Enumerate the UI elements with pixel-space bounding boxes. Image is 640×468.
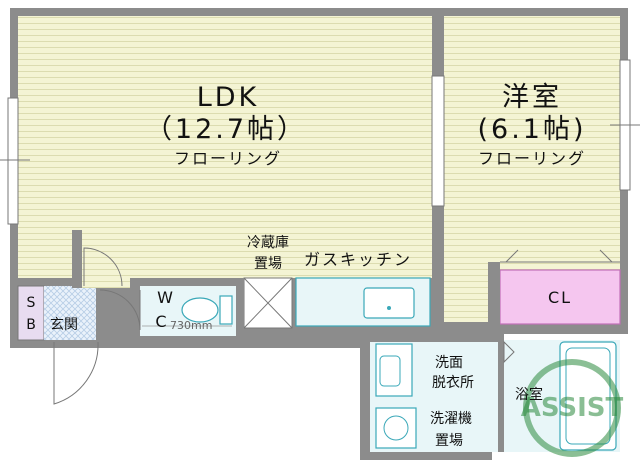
hall-floor bbox=[80, 240, 134, 288]
door-swings bbox=[53, 247, 515, 405]
vanity-basin bbox=[379, 355, 401, 387]
bath-label: 浴室 bbox=[515, 387, 543, 403]
toilet-bowl bbox=[181, 297, 219, 323]
ldk-name: LDK bbox=[196, 82, 260, 113]
wc-label-c: C bbox=[155, 312, 169, 331]
window-marks bbox=[0, 124, 640, 161]
vanity bbox=[375, 343, 413, 397]
bathtub-inner bbox=[565, 347, 611, 445]
fridge-label-2: 置場 bbox=[254, 256, 282, 272]
washroom-label-2: 脱衣所 bbox=[432, 375, 474, 391]
fridge-cross bbox=[243, 277, 293, 329]
washer-space bbox=[375, 407, 417, 449]
svg-text:ASSIST: ASSIST bbox=[521, 393, 624, 423]
kitchen-label: ガスキッチン bbox=[303, 250, 413, 269]
western-floor-type: フローリング bbox=[477, 149, 587, 168]
fridge-label-1: 冷蔵庫 bbox=[247, 235, 289, 251]
entrance-label: 玄関 bbox=[50, 317, 78, 333]
western-size: (6.1帖) bbox=[477, 114, 587, 145]
wc-dimension: 730mm bbox=[170, 319, 213, 332]
sink-drain bbox=[387, 306, 391, 310]
washer-label-1: 洗濯機 bbox=[430, 411, 472, 427]
wc-label-w: W bbox=[157, 288, 175, 307]
washer-label-2: 置場 bbox=[435, 433, 463, 449]
toilet-tank bbox=[219, 295, 233, 325]
ldk-lower-floor bbox=[130, 230, 432, 278]
sb-area bbox=[17, 285, 45, 341]
ldk-floor-type: フローリング bbox=[173, 149, 283, 168]
ldk-size: （12.7帖） bbox=[144, 114, 308, 145]
western-name: 洋室 bbox=[502, 82, 562, 113]
sb-label-b: B bbox=[26, 317, 36, 333]
closet-door-marks bbox=[505, 249, 613, 263]
closet-label: CL bbox=[547, 288, 573, 307]
washer-drum bbox=[383, 415, 409, 441]
kitchen-sink bbox=[363, 287, 415, 319]
washroom-label-1: 洗面 bbox=[435, 355, 463, 371]
assist-logo: ASSIST bbox=[521, 359, 624, 457]
entrance-floor bbox=[44, 286, 96, 340]
sb-label-s: S bbox=[26, 295, 36, 311]
